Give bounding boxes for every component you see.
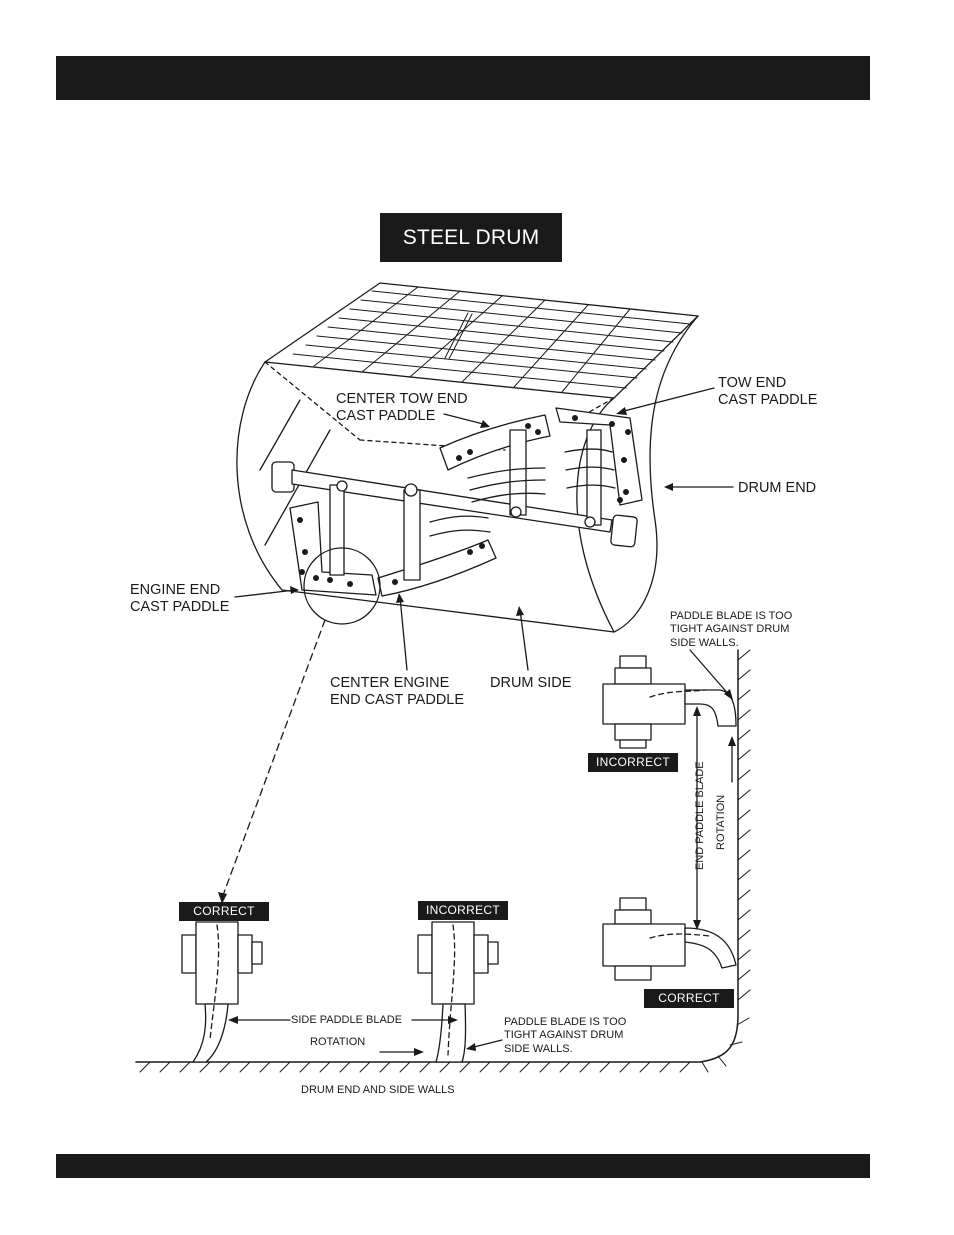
label-tight-bottom-line3: SIDE WALLS.: [504, 1043, 573, 1055]
label-center-tow-end-line2: CAST PADDLE: [336, 408, 436, 424]
end-paddle-arrows: [693, 706, 736, 930]
diagram-title: STEEL DRUM: [380, 213, 562, 262]
footer-bar: [56, 1154, 870, 1178]
side-paddle-arrows: [228, 649, 733, 1056]
center-engine-end-paddle: [377, 483, 596, 597]
drum-body: [236, 282, 699, 633]
label-side-paddle-blade: SIDE PADDLE BLADE: [291, 1014, 403, 1026]
engine-end-paddle: [289, 480, 377, 596]
tag-correct-left: CORRECT: [179, 902, 269, 921]
tow-end-paddle: [555, 407, 643, 526]
label-leaders: [234, 387, 734, 671]
side-paddle-correct-detail: [181, 921, 263, 1063]
label-center-engine-line2: END CAST PADDLE: [330, 692, 465, 708]
label-rotation-vertical: ROTATION: [715, 794, 727, 850]
label-drum-end-and-side-walls: DRUM END AND SIDE WALLS: [301, 1084, 455, 1096]
tag-incorrect-left: INCORRECT: [418, 901, 508, 920]
label-tow-end-line2: CAST PADDLE: [718, 392, 818, 408]
label-tight-right-line2: TIGHT AGAINST DRUM: [670, 623, 790, 635]
tag-correct-right: CORRECT: [644, 989, 734, 1008]
label-tow-end-line1: TOW END: [718, 375, 787, 391]
label-tight-bottom-line1: PADDLE BLADE IS TOO: [504, 1016, 627, 1028]
label-engine-end-line2: CAST PADDLE: [130, 599, 230, 615]
tag-incorrect-right: INCORRECT: [588, 753, 678, 772]
label-end-paddle-blade: END PADDLE BLADE: [694, 761, 706, 870]
label-tight-bottom-line2: TIGHT AGAINST DRUM: [504, 1029, 624, 1041]
label-rotation-horizontal: ROTATION: [310, 1036, 366, 1048]
label-tight-right-line1: PADDLE BLADE IS TOO: [670, 610, 793, 622]
label-center-engine-line1: CENTER ENGINE: [330, 675, 450, 691]
label-drum-side: DRUM SIDE: [490, 675, 572, 691]
header-bar: [56, 56, 870, 100]
label-tight-right-line3: SIDE WALLS.: [670, 637, 739, 649]
side-paddle-incorrect-detail: [417, 921, 499, 1063]
end-paddle-correct-detail: [602, 897, 737, 981]
drum-side-wall: [135, 649, 751, 1073]
detail-circle: [303, 547, 381, 625]
paddle-shaft: [271, 461, 638, 548]
end-paddle-incorrect-detail: [602, 655, 737, 749]
label-engine-end-line1: ENGINE END: [130, 582, 221, 598]
label-center-tow-end-line1: CENTER TOW END: [336, 391, 468, 407]
label-drum-end: DRUM END: [738, 480, 817, 496]
